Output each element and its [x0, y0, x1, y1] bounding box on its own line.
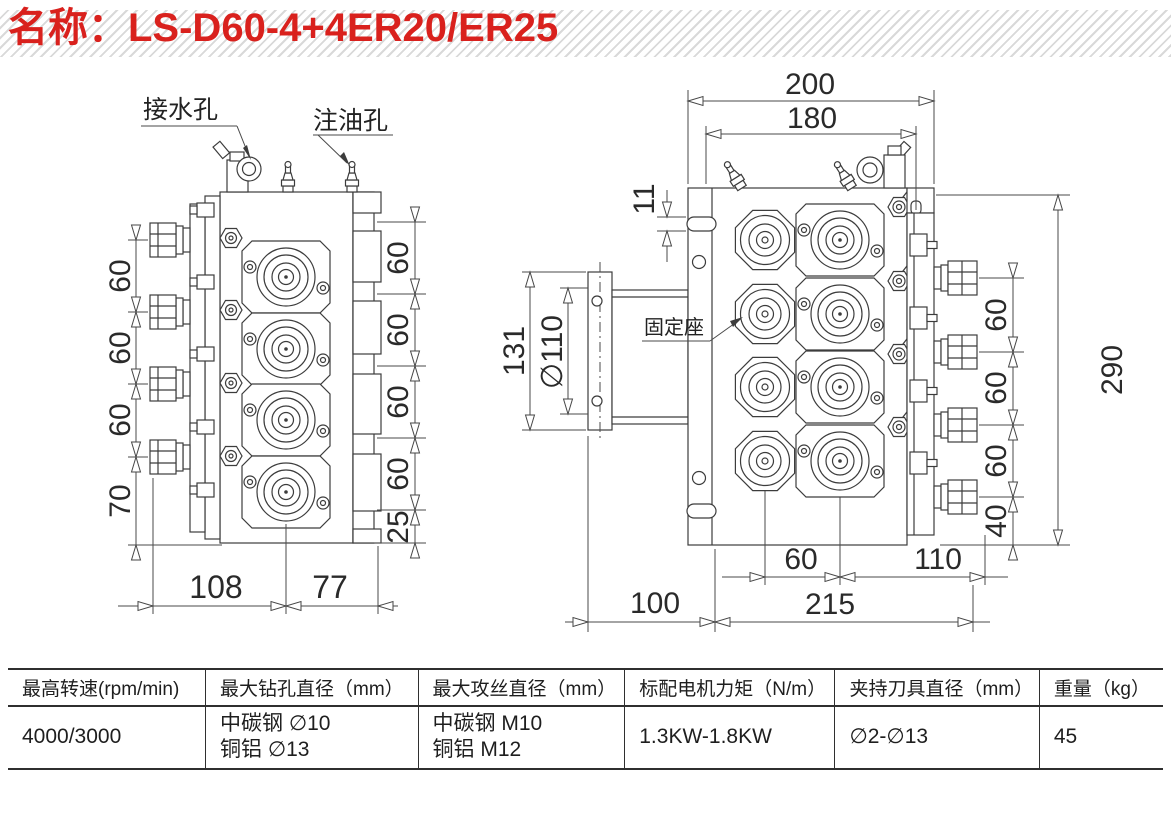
dim-label: 70 — [104, 484, 137, 517]
spec-header-clamp: 夹持刀具直径（mm） — [834, 669, 1040, 707]
title-bar — [0, 10, 1171, 57]
spec-data-row: 4000/3000 中碳钢 ∅10 铜铝 ∅13 中碳钢 M10 铜铝 M12 … — [8, 706, 1163, 769]
dim-label: 60 — [980, 298, 1013, 331]
dim-label: 290 — [1096, 345, 1129, 395]
dim-label: 60 — [382, 457, 415, 490]
dim-label: 180 — [787, 102, 837, 135]
spec-drill-line2: 铜铝 ∅13 — [220, 738, 310, 762]
dim-label: 131 — [498, 326, 531, 376]
spec-header-row: 最高转速(rpm/min) 最大钻孔直径（mm） 最大攻丝直径（mm） 标配电机… — [8, 669, 1163, 707]
dim-label: 60 — [104, 259, 137, 292]
mount-seat-label: 固定座 — [644, 316, 704, 339]
spec-header-speed: 最高转速(rpm/min) — [8, 669, 206, 707]
dim-label: 40 — [980, 504, 1013, 537]
dim-label: 60 — [980, 371, 1013, 404]
spec-header-motor: 标配电机力矩（N/m） — [624, 669, 835, 707]
oil-fitting — [344, 160, 360, 193]
oil-hole-label: 注油孔 — [313, 107, 388, 135]
right-view: 固定座 200 180 11 — [498, 68, 1129, 632]
dim-label: 215 — [805, 588, 855, 621]
dim-label: 11 — [628, 183, 661, 214]
spec-header-weight: 重量（kg） — [1038, 669, 1163, 707]
dim-label: 60 — [104, 403, 137, 436]
dim-label: 60 — [382, 241, 415, 274]
dim-label: 77 — [312, 569, 348, 605]
spec-table: 最高转速(rpm/min) 最大钻孔直径（mm） 最大攻丝直径（mm） 标配电机… — [8, 668, 1163, 770]
technical-drawing: 接水孔 注油孔 60 60 60 70 — [104, 68, 1129, 632]
left-view: 接水孔 注油孔 60 60 60 70 — [104, 96, 426, 614]
dim-label: 25 — [382, 510, 415, 543]
spec-drill-line1: 中碳钢 ∅10 — [220, 712, 331, 735]
dim-label: 108 — [189, 569, 242, 605]
spec-header-tap: 最大攻丝直径（mm） — [417, 669, 625, 707]
spec-header-drill: 最大钻孔直径（mm） — [205, 669, 419, 707]
water-fitting — [212, 140, 262, 193]
dim-label: 60 — [382, 313, 415, 346]
dim-label: 60 — [980, 444, 1013, 477]
dim-label: 110 — [914, 543, 962, 576]
spec-tap-line2: 铜铝 M12 — [432, 738, 522, 762]
page-title: 名称：LS-D60-4+4ER20/ER25 — [8, 6, 559, 50]
dim-label: 60 — [784, 543, 817, 576]
water-hole-label: 接水孔 — [143, 96, 218, 124]
spec-tap-line1: 中碳钢 M10 — [432, 712, 543, 735]
dim-label: 100 — [630, 587, 680, 620]
spec-cell-clamp: ∅2-∅13 — [834, 706, 1040, 769]
dim-label: 200 — [785, 68, 835, 101]
dim-label: 60 — [104, 331, 137, 364]
dim-label: ∅110 — [536, 315, 569, 389]
drawing-svg: 接水孔 注油孔 60 60 60 70 — [104, 68, 1129, 632]
oil-fitting — [280, 160, 296, 193]
spec-cell-drill: 中碳钢 ∅10 铜铝 ∅13 — [205, 706, 419, 769]
spec-cell-motor: 1.3KW-1.8KW — [624, 706, 835, 769]
spec-cell-tap: 中碳钢 M10 铜铝 M12 — [417, 706, 625, 769]
dim-label: 60 — [382, 385, 415, 418]
spec-cell-speed: 4000/3000 — [22, 725, 122, 749]
spec-cell-weight: 45 — [1038, 706, 1163, 769]
elbow-fitting — [856, 140, 912, 189]
